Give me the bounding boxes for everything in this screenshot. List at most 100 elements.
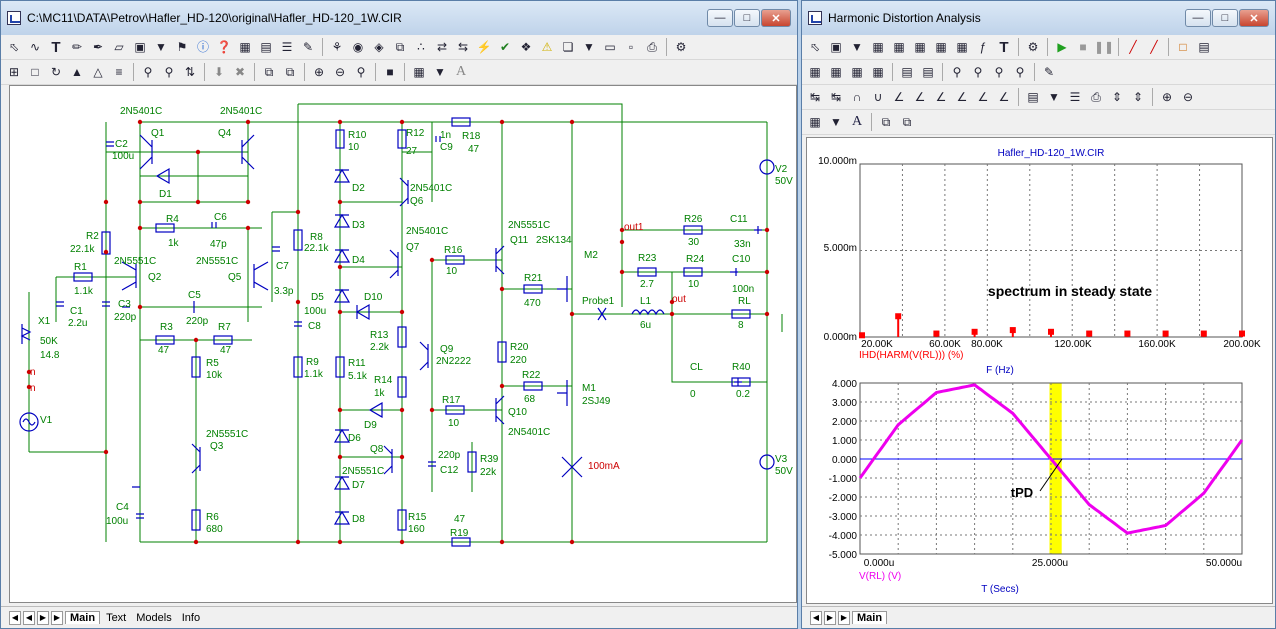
list-icon[interactable]: ☰ [281, 40, 293, 54]
close-button[interactable]: ✕ [761, 9, 791, 27]
find-next-icon[interactable]: ⚲ [164, 65, 174, 79]
draw-line-icon[interactable]: ✏ [71, 40, 83, 54]
table-3-icon[interactable]: ▦ [851, 65, 863, 79]
part-label[interactable]: C1 [70, 306, 83, 317]
analysis-maximize-button[interactable]: □ [1212, 9, 1238, 27]
part-label[interactable]: 2N5551C [114, 256, 156, 267]
part-label[interactable]: 2SJ49 [582, 396, 611, 407]
part-label[interactable]: 47p [210, 239, 227, 250]
scale-3-icon[interactable]: ▦ [914, 40, 926, 54]
part-label[interactable]: Probe1 [582, 296, 615, 307]
preferences-icon[interactable]: ⚙ [675, 40, 687, 54]
part-label[interactable]: 2N5551C [196, 256, 238, 267]
slope-icon[interactable]: ∠ [893, 90, 905, 104]
part-label[interactable]: R39 [480, 454, 499, 465]
analysis-last-tab-icon[interactable]: ▶ [838, 610, 850, 625]
place-icon[interactable]: ▣ [134, 40, 146, 54]
part-label[interactable]: 100u [112, 151, 134, 162]
part-label[interactable]: C2 [115, 139, 128, 150]
slope-6-icon[interactable]: ∠ [998, 90, 1010, 104]
apps-icon[interactable]: ▦ [413, 65, 425, 79]
part-label[interactable]: 100u [304, 306, 326, 317]
list-view-icon[interactable]: ☰ [1069, 90, 1081, 104]
analysis-prev-tab-icon[interactable]: ◀ [810, 610, 822, 625]
component-icon[interactable]: ▱ [114, 40, 124, 54]
flow-icon[interactable]: ⇄ [436, 40, 448, 54]
analysis-zoom-out-icon[interactable]: ⊖ [1182, 90, 1194, 104]
part-label[interactable]: R13 [370, 330, 389, 341]
part-label[interactable]: R16 [444, 245, 463, 256]
part-label[interactable]: n [30, 383, 36, 394]
cursor-2-icon[interactable]: ↹ [830, 90, 842, 104]
part-label[interactable]: 2N5401C [508, 427, 550, 438]
peak-icon[interactable]: ∩ [852, 90, 862, 104]
cancel-circle-icon[interactable]: ✖ [234, 65, 246, 79]
analysis-place-icon[interactable]: ▣ [830, 40, 842, 54]
apps-dropdown-icon[interactable]: ▼ [434, 65, 446, 79]
part-label[interactable]: CL [690, 362, 703, 373]
print-plot-icon[interactable]: ⎙ [1091, 90, 1101, 104]
part-label[interactable]: 14.8 [40, 350, 60, 361]
part-label[interactable]: 220p [186, 316, 209, 327]
zoom-3-icon[interactable]: ⚲ [994, 65, 1004, 79]
part-label[interactable]: 47 [220, 345, 232, 356]
part-label[interactable]: RL [738, 296, 751, 307]
part-label[interactable]: n [30, 367, 36, 378]
part-label[interactable]: 47 [454, 514, 466, 525]
part-label[interactable]: R26 [684, 214, 703, 225]
part-label[interactable]: R21 [524, 273, 543, 284]
run-icon[interactable]: ▶ [1057, 40, 1067, 54]
part-label[interactable]: 50V [775, 176, 793, 187]
tab-main[interactable]: Main [65, 611, 101, 624]
part-label[interactable]: R18 [462, 131, 481, 142]
slope-5-icon[interactable]: ∠ [977, 90, 989, 104]
part-label[interactable]: 0.2 [736, 389, 750, 400]
part-label[interactable]: V2 [775, 164, 788, 175]
part-label[interactable]: R11 [348, 358, 366, 369]
part-label[interactable]: R24 [686, 254, 705, 265]
part-label[interactable]: Q4 [218, 128, 232, 139]
flip-icon[interactable]: △ [93, 65, 103, 79]
analysis-font-icon[interactable]: A [851, 114, 863, 129]
fit-2-icon[interactable]: ⇕ [1132, 90, 1144, 104]
help-icon[interactable]: ❓ [216, 40, 232, 54]
part-label[interactable]: 50K [40, 336, 58, 347]
step-icon[interactable]: ≡ [115, 65, 123, 79]
tag-icon[interactable]: ❖ [520, 40, 532, 54]
scale-4-icon[interactable]: ▦ [935, 40, 947, 54]
part-label[interactable]: 27 [406, 146, 418, 157]
analysis-select-icon[interactable]: ⬁ [809, 40, 821, 54]
part-label[interactable]: D9 [364, 420, 377, 431]
cursor-icon[interactable]: ↹ [809, 90, 821, 104]
clipboard-dropdown-icon[interactable]: ▼ [1048, 90, 1060, 104]
part-label[interactable]: out1 [624, 222, 644, 233]
split-icon[interactable]: ▤ [901, 65, 913, 79]
zoom-2-icon[interactable]: ⚲ [973, 65, 983, 79]
layers-2-icon[interactable]: ⧉ [285, 65, 295, 79]
part-label[interactable]: 10 [688, 279, 700, 290]
pin-icon[interactable]: ⚘ [331, 40, 343, 54]
wire-icon[interactable]: ∿ [29, 40, 41, 54]
pause-icon[interactable]: ❚❚ [1093, 40, 1115, 54]
font-icon[interactable]: A [455, 64, 467, 79]
part-label[interactable]: C8 [308, 321, 321, 332]
part-label[interactable]: Q8 [370, 444, 384, 455]
table-icon[interactable]: ▦ [809, 65, 821, 79]
sort-icon[interactable]: ⇅ [184, 65, 196, 79]
analysis-properties-icon[interactable]: ⚙ [1027, 40, 1039, 54]
part-label[interactable]: 2N5401C [120, 106, 162, 117]
zoom-fit-icon[interactable]: ⚲ [356, 65, 366, 79]
part-label[interactable]: 2N5401C [410, 183, 452, 194]
part-label[interactable]: D1 [159, 189, 172, 200]
part-label[interactable]: 2N5551C [342, 466, 384, 477]
part-label[interactable]: R19 [450, 528, 469, 539]
part-label[interactable]: 1n [440, 130, 451, 141]
part-label[interactable]: D2 [352, 183, 365, 194]
part-label[interactable]: R22 [522, 370, 541, 381]
find-icon[interactable]: ⚲ [143, 65, 153, 79]
part-label[interactable]: 22k [480, 467, 497, 478]
analysis-dropdown-icon[interactable]: ▼ [851, 40, 863, 54]
part-label[interactable]: C6 [214, 212, 227, 223]
part-label[interactable]: 5.1k [348, 371, 368, 382]
